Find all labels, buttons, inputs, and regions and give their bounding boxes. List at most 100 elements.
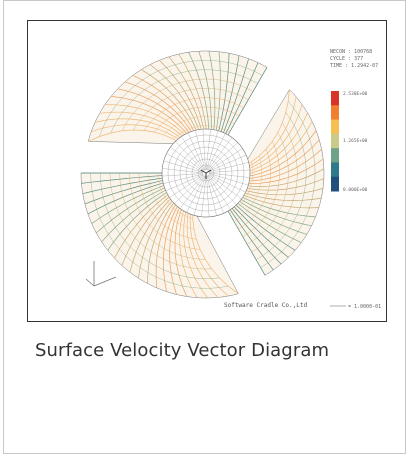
vector-line [121,192,174,266]
hub-ring [173,140,239,206]
mesh-line [90,172,229,289]
vector-line [192,208,239,294]
colorbar-mid-label: 1.265E+00 [343,138,368,144]
vector-line [183,206,208,299]
hub-spoke [207,175,231,210]
hub-spoke [202,129,206,171]
mesh-line [242,141,280,237]
mesh-line [119,172,206,260]
scale-label: = 1.0000-01 [348,304,381,310]
colorbar-min-label: 0.000E+00 [343,187,368,193]
vector-diagram-image: NECON : 100768 CYCLE : 377 TIME : 1.2942… [27,20,387,322]
hub-spoke [195,130,206,171]
hub-ring [161,128,251,218]
hub-spoke [208,173,249,186]
hub-spoke [208,172,250,178]
mesh-line [132,88,249,131]
mesh-line [233,155,263,222]
vector-line [216,53,230,137]
vector-line [237,194,316,218]
vector-line [101,187,171,243]
velocity-vector-plot: NECON : 100768 CYCLE : 377 TIME : 1.2942… [80,49,381,310]
mesh-line [154,106,240,133]
hub-spoke [174,175,205,204]
mesh-line [255,112,307,261]
fan-blades [80,50,325,299]
vector-line [91,183,170,224]
hub-spoke [205,129,211,171]
mesh-line [109,172,212,270]
vector-line [132,74,197,137]
hub-spoke [163,173,204,184]
vector-line [174,203,188,297]
vector-line [235,196,312,227]
vector-line [117,88,193,138]
mesh-line [158,172,193,220]
mesh-line [121,78,254,131]
hub-spoke [166,153,204,173]
mesh-line [173,125,230,140]
colorbar-max-label: 2.530E+00 [343,91,368,97]
vector-line [114,190,173,259]
vector-line [107,189,172,251]
blade [224,89,325,276]
vector-line [168,56,206,136]
hub-spoke [170,146,204,172]
vector-line [159,60,204,136]
hub-spoke [179,175,205,209]
mesh-line [260,101,316,268]
vector-line [124,81,195,137]
hub-spoke [207,137,233,171]
blade [80,172,239,299]
hub-spoke [187,132,205,171]
hub-spoke [165,174,204,192]
hub-spoke [201,175,207,217]
vector-line [238,192,319,209]
vector-line [229,202,289,258]
mesh-line [100,172,220,279]
colorbar [331,91,339,192]
colorbar-segment [331,105,339,121]
vector-line [188,52,210,136]
colorbar-segment [331,162,339,178]
colorbar-segment [331,176,339,192]
vector-line [186,206,219,298]
mesh-line [138,172,197,240]
hub-spoke [163,160,204,173]
vector-line [239,190,322,201]
mesh-line [247,132,289,245]
hub-center [200,169,207,174]
hub-spoke [186,175,206,213]
vector-line [218,55,240,138]
vector-line [220,58,249,139]
mesh-line [148,172,194,230]
vector-line [147,197,178,284]
hub-spoke [162,168,204,174]
vector-line [81,174,169,184]
hub-mesh [161,128,251,218]
hub-spoke [208,174,242,200]
hub-spoke [208,148,243,172]
hub-spoke [206,133,226,171]
hub-center [205,169,212,174]
mesh-line [251,122,298,253]
colorbar-segment [331,148,339,163]
blade-outline [87,50,268,145]
vector-line [129,194,176,273]
mesh-line [229,161,254,214]
hub-spoke [169,174,204,198]
vector-line [155,199,180,288]
vector-line [178,53,208,136]
vector-line [233,199,302,243]
meta-time: TIME : 1.2942-07 [330,63,378,69]
meta-cycle: CYCLE : 377 [330,56,363,62]
mesh-line [129,172,201,250]
vector-line [110,96,191,139]
hub-ring [167,134,245,212]
blade [87,50,268,145]
vector-line [104,104,189,140]
mesh-line [143,97,244,131]
colorbar-segment [331,91,339,106]
hub-spoke [208,162,249,173]
vector-line [243,96,297,169]
